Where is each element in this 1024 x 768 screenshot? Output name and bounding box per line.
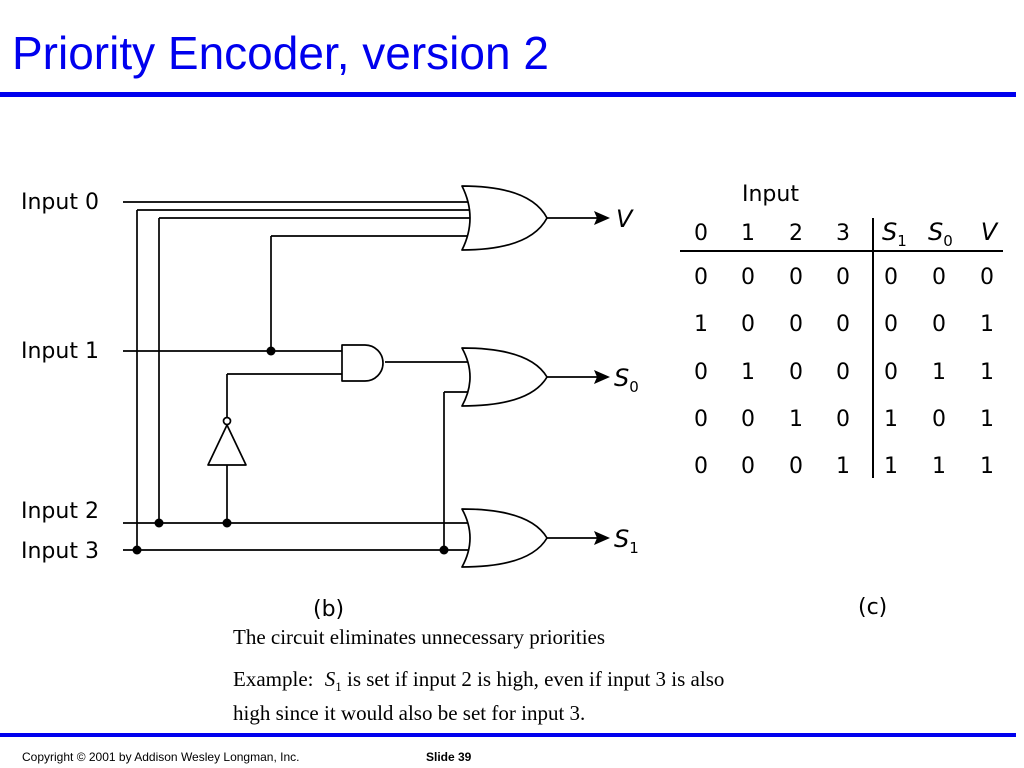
output-s1-label: S1	[614, 525, 639, 557]
caption-line-2: Example: S1 is set if input 2 is high, e…	[233, 666, 724, 700]
svg-text:0: 0	[932, 265, 946, 290]
svg-text:0: 0	[789, 454, 803, 479]
svg-text:0: 0	[836, 407, 850, 432]
slide-title: Priority Encoder, version 2	[12, 27, 549, 79]
table-row: 0 0 1 0 1 0 1	[694, 407, 994, 432]
svg-text:1: 1	[932, 360, 946, 385]
circuit-wires	[123, 201, 477, 551]
caption-line-3: high since it would also be set for inpu…	[233, 701, 586, 725]
svg-text:0: 0	[741, 407, 755, 432]
output-v-label: V	[616, 205, 634, 233]
truth-table-header-row: 0 1 2 3 S1 S0 V	[694, 218, 999, 250]
header-s0: S0	[928, 218, 953, 250]
circuit-diagram	[123, 185, 610, 568]
svg-text:0: 0	[694, 360, 708, 385]
table-row: 0 0 0 1 1 1 1	[694, 454, 994, 479]
title-divider	[0, 92, 1016, 97]
svg-text:0: 0	[789, 360, 803, 385]
panel-label-b: (b)	[313, 597, 344, 622]
table-row: 0 1 0 0 0 1 1	[694, 360, 994, 385]
svg-text:0: 0	[789, 265, 803, 290]
svg-text:1: 1	[741, 360, 755, 385]
svg-text:1: 1	[980, 312, 994, 337]
svg-text:0: 0	[884, 265, 898, 290]
svg-text:1: 1	[694, 312, 708, 337]
svg-text:0: 0	[741, 454, 755, 479]
or-gate-s0	[461, 347, 548, 407]
header-s1: S1	[882, 218, 907, 250]
or-gate-v	[461, 185, 548, 251]
truth-table-body: 0 0 0 0 0 0 0 1 0 0 0 0 0 1 0 1 0 0	[694, 265, 994, 479]
footer-copyright: Copyright © 2001 by Addison Wesley Longm…	[22, 750, 300, 764]
svg-text:0: 0	[932, 312, 946, 337]
svg-text:1: 1	[932, 454, 946, 479]
svg-text:1: 1	[980, 454, 994, 479]
table-row: 0 0 0 0 0 0 0	[694, 265, 994, 290]
caption-variable: S1	[324, 667, 342, 695]
footer-divider	[0, 733, 1016, 737]
svg-text:1: 1	[884, 407, 898, 432]
svg-text:1: 1	[884, 454, 898, 479]
input-3-label: Input 3	[21, 539, 99, 564]
svg-text:0: 0	[694, 407, 708, 432]
header-input-2: 2	[789, 221, 803, 246]
inverter	[207, 416, 247, 466]
svg-text:0: 0	[884, 312, 898, 337]
arrow-v-icon	[594, 211, 610, 225]
svg-text:0: 0	[741, 312, 755, 337]
caption-example-prefix: Example:	[233, 667, 314, 691]
caption-example-text: is set if input 2 is high, even if input…	[341, 667, 725, 691]
svg-text:1: 1	[980, 407, 994, 432]
circuit-labels: Input 0 Input 1 Input 2 Input 3 V S0 S1 …	[21, 190, 639, 622]
truth-table: Input 0 1 2 3 S1 S0 V 0 0 0 0 0 0 0 1	[680, 182, 1003, 620]
svg-text:1: 1	[789, 407, 803, 432]
header-input-0: 0	[694, 221, 708, 246]
svg-text:0: 0	[836, 265, 850, 290]
input-1-label: Input 1	[21, 339, 99, 364]
output-s0-label: S0	[614, 364, 639, 396]
svg-text:0: 0	[980, 265, 994, 290]
svg-text:1: 1	[836, 454, 850, 479]
header-input-1: 1	[741, 221, 755, 246]
header-input-3: 3	[836, 221, 850, 246]
input-2-label: Input 2	[21, 499, 99, 524]
table-row: 1 0 0 0 0 0 1	[694, 312, 994, 337]
truth-table-group-header: Input	[742, 182, 799, 207]
svg-text:0: 0	[741, 265, 755, 290]
svg-text:0: 0	[694, 454, 708, 479]
header-v: V	[981, 218, 999, 246]
junction-dots	[132, 346, 449, 555]
svg-text:0: 0	[932, 407, 946, 432]
slide-number: Slide 39	[426, 750, 472, 764]
input-0-label: Input 0	[21, 190, 99, 215]
or-gate-s1	[461, 508, 548, 568]
and-gate	[341, 344, 384, 382]
panel-label-c: (c)	[858, 595, 887, 620]
arrow-s0-icon	[594, 370, 610, 384]
caption-line-1: The circuit eliminates unnecessary prior…	[233, 625, 606, 649]
arrow-s1-icon	[594, 531, 610, 545]
svg-text:0: 0	[884, 360, 898, 385]
svg-text:0: 0	[836, 360, 850, 385]
svg-text:0: 0	[789, 312, 803, 337]
svg-text:1: 1	[980, 360, 994, 385]
svg-text:0: 0	[694, 265, 708, 290]
output-arrows	[594, 211, 610, 545]
svg-text:0: 0	[836, 312, 850, 337]
output-wires	[547, 217, 598, 539]
